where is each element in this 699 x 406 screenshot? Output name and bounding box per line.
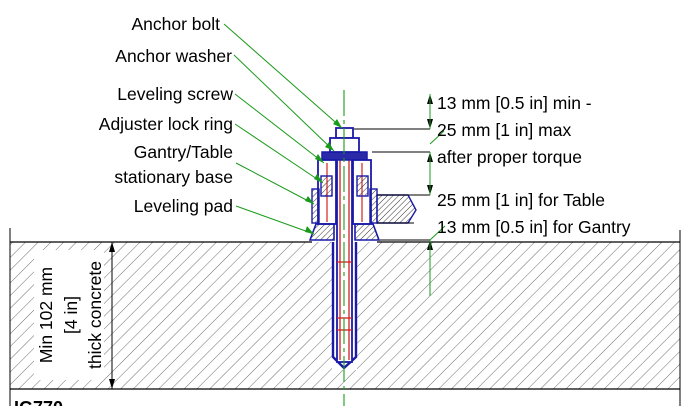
- leveling-pad: [308, 223, 381, 241]
- label-anchor-washer: Anchor washer: [115, 46, 232, 66]
- leader-arrows: [305, 119, 342, 234]
- label-leveling-screw: Leveling screw: [117, 84, 233, 104]
- concrete-note-line2: [4 in]: [61, 296, 81, 334]
- embed-note-line2: 13 mm [0.5 in] for Gantry: [437, 217, 631, 237]
- leader-lines: [223, 23, 343, 235]
- screw-note-line1: 13 mm [0.5 in] min -: [437, 93, 592, 113]
- concrete-thickness-note: Min 102 mm [4 in] thick concrete: [34, 250, 105, 380]
- screw-note-line3: after proper torque: [437, 147, 582, 167]
- label-adjuster-lock-ring: Adjuster lock ring: [99, 114, 233, 134]
- dimension-extensions: [429, 94, 446, 296]
- adjuster-lock-ring: [320, 175, 369, 197]
- label-stationary-base-line1: Gantry/Table: [134, 142, 233, 162]
- concrete-note-line1: Min 102 mm: [36, 267, 56, 363]
- label-stationary-base-line2: stationary base: [114, 167, 233, 187]
- concrete-note-line3: thick concrete: [85, 261, 105, 369]
- embed-note-line1: 25 mm [1 in] for Table: [437, 190, 605, 210]
- screw-note-line2: 25 mm [1 in] max: [437, 120, 571, 140]
- component-labels: Anchor bolt Anchor washer Leveling screw…: [99, 14, 234, 216]
- dimension-lines: [10, 128, 430, 390]
- figure-id: IG770: [14, 398, 63, 406]
- label-leveling-pad: Leveling pad: [134, 196, 233, 216]
- label-anchor-bolt: Anchor bolt: [131, 14, 220, 34]
- dimension-notes: 13 mm [0.5 in] min - 25 mm [1 in] max af…: [437, 93, 631, 237]
